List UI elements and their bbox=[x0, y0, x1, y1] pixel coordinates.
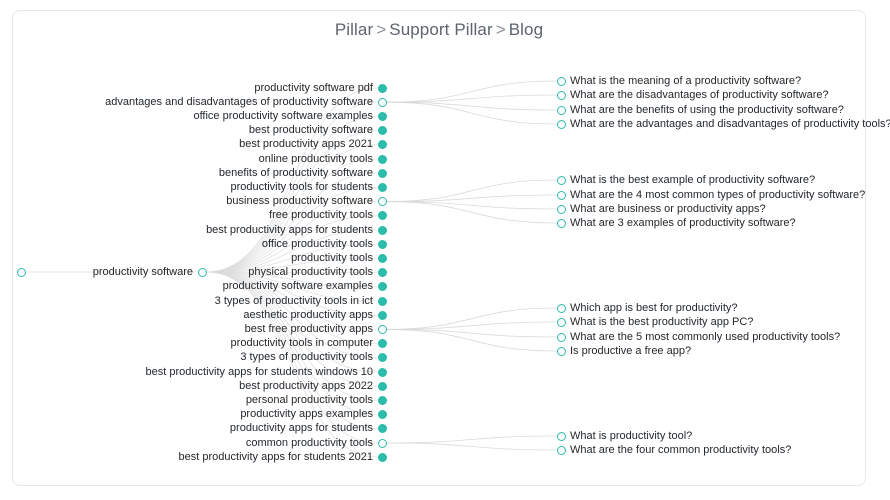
keyword-label-10: best productivity apps for students bbox=[206, 223, 373, 236]
question-node-2-2[interactable] bbox=[556, 332, 566, 342]
keyword-label-11: office productivity tools bbox=[261, 237, 373, 250]
keyword-label-15: 3 types of productivity tools in ict bbox=[214, 294, 373, 307]
keyword-label-5: online productivity tools bbox=[258, 152, 373, 165]
breadcrumb-item-pillar[interactable]: Pillar bbox=[334, 20, 374, 39]
keyword-label-2: office productivity software examples bbox=[193, 109, 373, 122]
keyword-node-26[interactable] bbox=[377, 452, 387, 462]
question-label-0-1: What are the disadvantages of productivi… bbox=[570, 88, 829, 101]
keyword-node-0[interactable] bbox=[377, 83, 387, 93]
keyword-node-6[interactable] bbox=[377, 168, 387, 178]
keyword-node-18[interactable] bbox=[377, 339, 387, 349]
question-label-1-0: What is the best example of productivity… bbox=[570, 173, 816, 186]
question-node-0-1[interactable] bbox=[556, 90, 566, 100]
keyword-node-10[interactable] bbox=[377, 225, 387, 235]
keyword-label-3: best productivity software bbox=[248, 124, 373, 137]
keyword-node-19[interactable] bbox=[377, 353, 387, 363]
keyword-label-17: best free productivity apps bbox=[244, 322, 373, 335]
keyword-node-20[interactable] bbox=[377, 367, 387, 377]
keyword-node-8[interactable] bbox=[377, 197, 387, 207]
question-label-2-2: What are the 5 most commonly used produc… bbox=[570, 330, 841, 343]
keyword-node-12[interactable] bbox=[377, 253, 387, 263]
question-node-3-1[interactable] bbox=[556, 445, 566, 455]
keyword-label-16: aesthetic productivity apps bbox=[243, 308, 373, 321]
question-label-2-3: Is productive a free app? bbox=[570, 344, 692, 357]
keyword-node-5[interactable] bbox=[377, 154, 387, 164]
keyword-label-24: productivity apps for students bbox=[229, 422, 373, 435]
center-node[interactable] bbox=[197, 267, 207, 277]
question-node-3-0[interactable] bbox=[556, 431, 566, 441]
keyword-label-26: best productivity apps for students 2021 bbox=[178, 450, 373, 463]
keyword-node-15[interactable] bbox=[377, 296, 387, 306]
keyword-node-11[interactable] bbox=[377, 239, 387, 249]
keyword-label-19: 3 types of productivity tools bbox=[240, 351, 373, 364]
keyword-node-3[interactable] bbox=[377, 126, 387, 136]
keyword-node-16[interactable] bbox=[377, 310, 387, 320]
question-node-2-1[interactable] bbox=[556, 317, 566, 327]
breadcrumb-item-blog[interactable]: Blog bbox=[508, 20, 544, 39]
keyword-node-1[interactable] bbox=[377, 97, 387, 107]
keyword-node-24[interactable] bbox=[377, 424, 387, 434]
question-label-0-0: What is the meaning of a productivity so… bbox=[570, 74, 802, 87]
keyword-node-4[interactable] bbox=[377, 140, 387, 150]
question-node-1-3[interactable] bbox=[556, 218, 566, 228]
question-label-3-0: What is productivity tool? bbox=[570, 429, 693, 442]
keyword-label-22: personal productivity tools bbox=[245, 393, 373, 406]
question-node-0-0[interactable] bbox=[556, 76, 566, 86]
keyword-node-13[interactable] bbox=[377, 268, 387, 278]
keyword-node-17[interactable] bbox=[377, 324, 387, 334]
keyword-label-1: advantages and disadvantages of producti… bbox=[105, 95, 373, 108]
keyword-label-14: productivity software examples bbox=[222, 280, 373, 293]
root-node[interactable] bbox=[16, 267, 26, 277]
keyword-label-8: business productivity software bbox=[226, 195, 373, 208]
question-node-2-3[interactable] bbox=[556, 346, 566, 356]
question-label-0-3: What are the advantages and disadvantage… bbox=[570, 117, 890, 130]
question-node-1-1[interactable] bbox=[556, 190, 566, 200]
question-label-1-2: What are business or productivity apps? bbox=[570, 202, 766, 215]
question-node-0-3[interactable] bbox=[556, 119, 566, 129]
question-label-2-1: What is the best productivity app PC? bbox=[570, 315, 754, 328]
keyword-label-13: physical productivity tools bbox=[248, 266, 373, 279]
question-node-1-0[interactable] bbox=[556, 175, 566, 185]
breadcrumb-separator: > bbox=[376, 20, 387, 39]
breadcrumb: Pillar>Support Pillar>Blog bbox=[13, 20, 865, 40]
center-node-label: productivity software bbox=[92, 265, 193, 278]
keyword-node-22[interactable] bbox=[377, 395, 387, 405]
keyword-node-25[interactable] bbox=[377, 438, 387, 448]
keyword-label-23: productivity apps examples bbox=[240, 408, 373, 421]
keyword-node-9[interactable] bbox=[377, 211, 387, 221]
question-node-0-2[interactable] bbox=[556, 105, 566, 115]
question-label-0-2: What are the benefits of using the produ… bbox=[570, 103, 844, 116]
keyword-label-0: productivity software pdf bbox=[254, 81, 373, 94]
keyword-label-6: benefits of productivity software bbox=[218, 166, 373, 179]
keyword-node-2[interactable] bbox=[377, 111, 387, 121]
breadcrumb-item-support-pillar[interactable]: Support Pillar bbox=[389, 20, 493, 39]
question-label-2-0: Which app is best for productivity? bbox=[570, 301, 738, 314]
keyword-node-23[interactable] bbox=[377, 410, 387, 420]
keyword-node-7[interactable] bbox=[377, 182, 387, 192]
question-node-2-0[interactable] bbox=[556, 303, 566, 313]
keyword-node-14[interactable] bbox=[377, 282, 387, 292]
breadcrumb-separator: > bbox=[495, 20, 506, 39]
keyword-label-9: free productivity tools bbox=[269, 209, 373, 222]
question-label-3-1: What are the four common productivity to… bbox=[570, 443, 792, 456]
question-label-1-1: What are the 4 most common types of prod… bbox=[570, 188, 866, 201]
keyword-label-25: common productivity tools bbox=[245, 436, 373, 449]
question-node-1-2[interactable] bbox=[556, 204, 566, 214]
question-label-1-3: What are 3 examples of productivity soft… bbox=[570, 216, 796, 229]
keyword-label-20: best productivity apps for students wind… bbox=[145, 365, 373, 378]
keyword-label-12: productivity tools bbox=[291, 251, 373, 264]
keyword-label-18: productivity tools in computer bbox=[230, 337, 373, 350]
keyword-label-21: best productivity apps 2022 bbox=[239, 379, 373, 392]
keyword-node-21[interactable] bbox=[377, 381, 387, 391]
keyword-label-7: productivity tools for students bbox=[230, 180, 373, 193]
keyword-label-4: best productivity apps 2021 bbox=[239, 138, 373, 151]
